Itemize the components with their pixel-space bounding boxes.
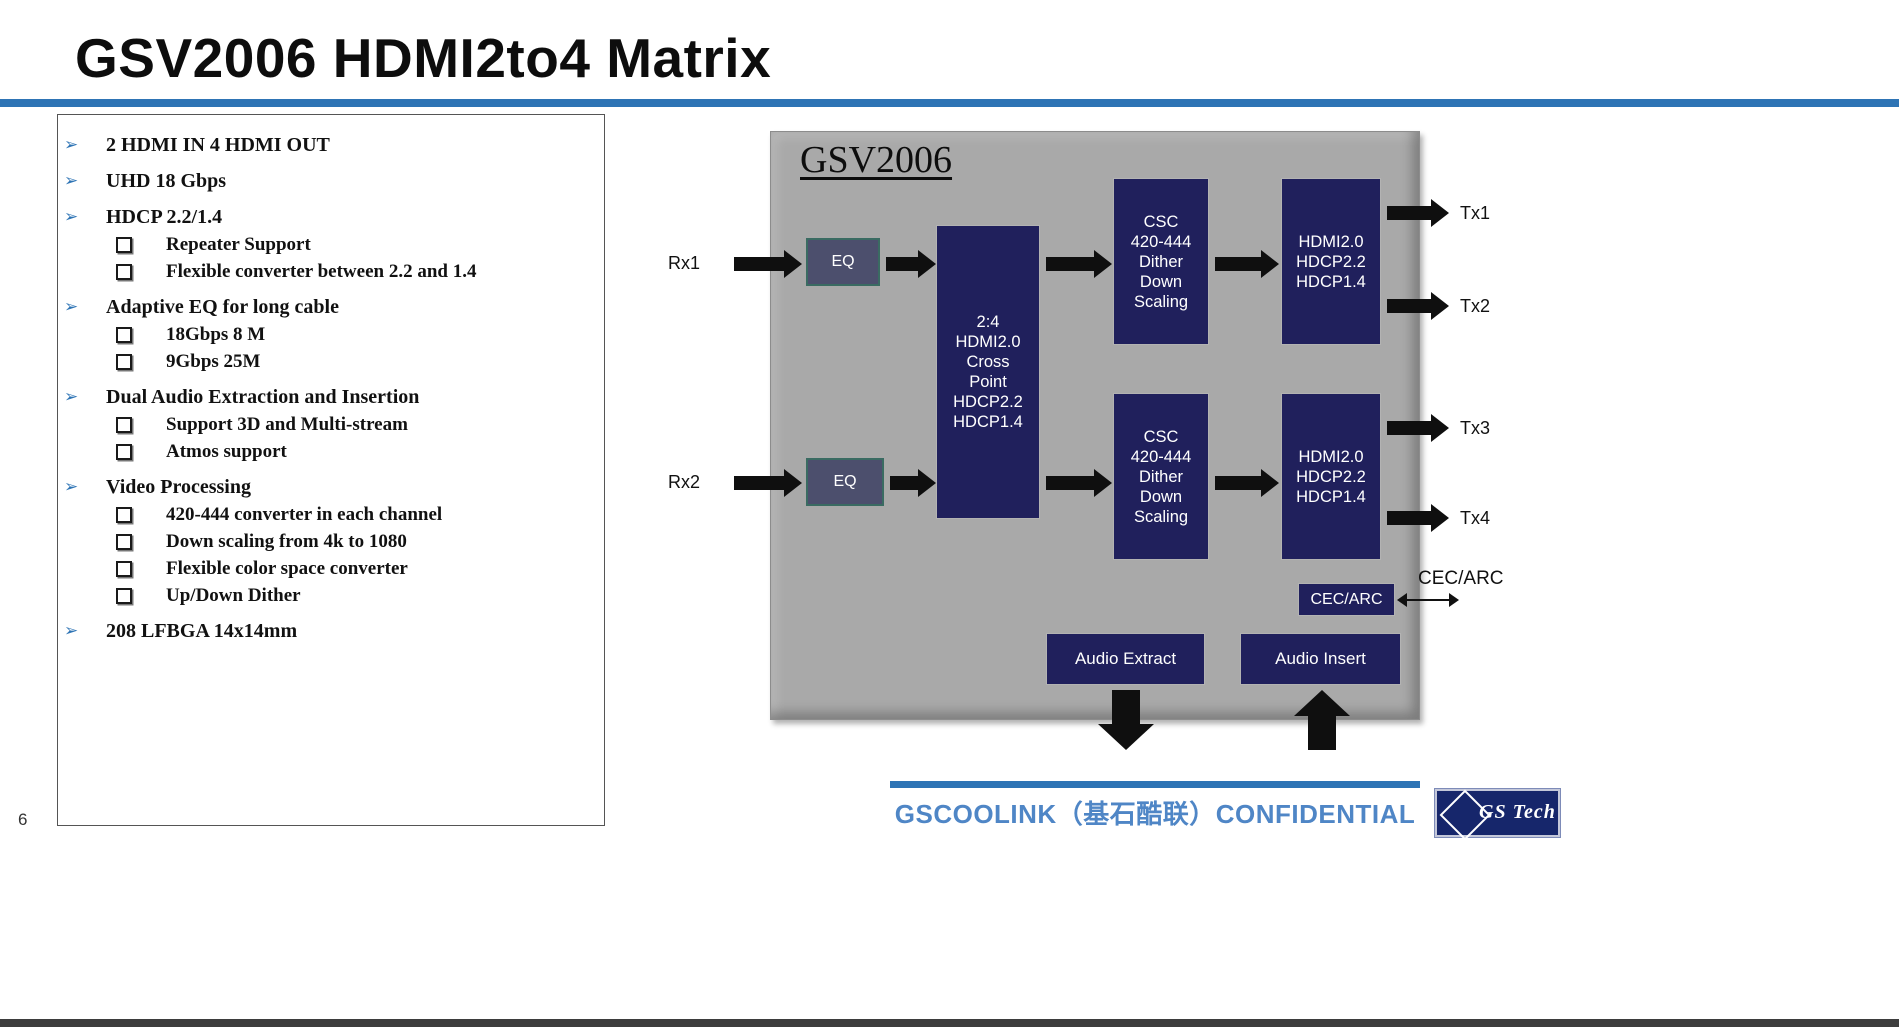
feature-item: ➢ Dual Audio Extraction and Insertion — [58, 384, 604, 411]
checkbox-bullet-icon — [116, 327, 132, 343]
header-divider — [0, 99, 1899, 107]
feature-subitem: Flexible color space converter — [58, 555, 604, 582]
feature-item: ➢ Video Processing — [58, 474, 604, 501]
feature-text: HDCP 2.2/1.4 — [106, 206, 223, 228]
feature-subitem: 9Gbps 25M — [58, 348, 604, 375]
feature-subitem: Atmos support — [58, 438, 604, 465]
feature-text: Atmos support — [166, 441, 287, 462]
feature-text: Up/Down Dither — [166, 585, 301, 606]
arrow-right-icon — [1046, 469, 1112, 497]
feature-subitem: 420-444 converter in each channel — [58, 501, 604, 528]
rx2-label: Rx2 — [668, 472, 701, 492]
feature-text: UHD 18 Gbps — [106, 170, 227, 192]
arrow-right-icon — [734, 469, 802, 497]
feature-text: Down scaling from 4k to 1080 — [166, 531, 407, 552]
feature-text: 9Gbps 25M — [166, 351, 261, 372]
feature-subitem: Support 3D and Multi-stream — [58, 411, 604, 438]
feature-item: ➢ UHD 18 Gbps — [58, 168, 604, 195]
gs-tech-logo: GS Tech — [1434, 788, 1561, 841]
logo-text: GS Tech — [1479, 801, 1556, 823]
cec-arc-external-label: CEC/ARC — [1418, 568, 1504, 589]
checkbox-bullet-icon — [116, 534, 132, 550]
feature-subitem: Up/Down Dither — [58, 582, 604, 609]
checkbox-bullet-icon — [116, 237, 132, 253]
footer-divider — [890, 781, 1420, 788]
feature-item: ➢ Adaptive EQ for long cable — [58, 294, 604, 321]
audio-extract-block: Audio Extract — [1046, 633, 1205, 685]
double-arrow-icon — [1397, 592, 1459, 608]
eq1-block: EQ — [806, 238, 880, 286]
feature-text: Flexible color space converter — [166, 558, 408, 579]
arrow-right-icon — [890, 469, 936, 497]
arrow-bullet-icon: ➢ — [64, 387, 79, 407]
checkbox-bullet-icon — [116, 507, 132, 523]
arrow-bullet-icon: ➢ — [64, 297, 79, 317]
csc-top-block: CSC 420-444 Dither Down Scaling — [1113, 178, 1209, 345]
arrow-right-icon — [1215, 250, 1279, 278]
arrow-right-icon — [1046, 250, 1112, 278]
page-title: GSV2006 HDMI2to4 Matrix — [75, 27, 772, 89]
arrow-right-icon — [1387, 504, 1449, 532]
feature-item: ➢ HDCP 2.2/1.4 — [58, 204, 604, 231]
feature-text: Dual Audio Extraction and Insertion — [106, 386, 420, 408]
checkbox-bullet-icon — [116, 354, 132, 370]
audio-insert-block: Audio Insert — [1240, 633, 1401, 685]
arrow-down-icon — [1098, 690, 1154, 750]
rx1-label: Rx1 — [668, 253, 701, 273]
checkbox-bullet-icon — [116, 588, 132, 604]
feature-text: Video Processing — [106, 476, 251, 498]
arrow-right-icon — [886, 250, 936, 278]
arrow-bullet-icon: ➢ — [64, 135, 79, 155]
checkbox-bullet-icon — [116, 444, 132, 460]
feature-subitem: Down scaling from 4k to 1080 — [58, 528, 604, 555]
arrow-right-icon — [734, 250, 802, 278]
hdmi-top-block: HDMI2.0 HDCP2.2 HDCP1.4 — [1281, 178, 1381, 345]
arrow-right-icon — [1387, 199, 1449, 227]
feature-text: 208 LFBGA 14x14mm — [106, 620, 298, 642]
checkbox-bullet-icon — [116, 561, 132, 577]
arrow-bullet-icon: ➢ — [64, 621, 79, 641]
confidential-notice: GSCOOLINK（基石酷联）CONFIDENTIAL — [894, 799, 1416, 829]
arrow-bullet-icon: ➢ — [64, 171, 79, 191]
feature-text: 420-444 converter in each channel — [166, 504, 443, 525]
tx3-label: Tx3 — [1460, 418, 1491, 438]
feature-item: ➢ 208 LFBGA 14x14mm — [58, 618, 604, 645]
checkbox-bullet-icon — [116, 417, 132, 433]
arrow-up-icon — [1294, 690, 1350, 750]
hdmi-bottom-block: HDMI2.0 HDCP2.2 HDCP1.4 — [1281, 393, 1381, 560]
arrow-right-icon — [1215, 469, 1279, 497]
feature-subitem: Repeater Support — [58, 231, 604, 258]
feature-text: Support 3D and Multi-stream — [166, 414, 408, 435]
crosspoint-block: 2:4 HDMI2.0 Cross Point HDCP2.2 HDCP1.4 — [936, 225, 1040, 519]
cec-arc-block: CEC/ARC — [1298, 583, 1395, 616]
tx2-label: Tx2 — [1460, 296, 1491, 316]
arrow-bullet-icon: ➢ — [64, 477, 79, 497]
feature-text: Adaptive EQ for long cable — [106, 296, 339, 318]
csc-bottom-block: CSC 420-444 Dither Down Scaling — [1113, 393, 1209, 560]
feature-text: 2 HDMI IN 4 HDMI OUT — [106, 134, 330, 156]
feature-subitem: Flexible converter between 2.2 and 1.4 — [58, 258, 604, 285]
feature-text: 18Gbps 8 M — [166, 324, 266, 345]
checkbox-bullet-icon — [116, 264, 132, 280]
page-number: 6 — [18, 810, 28, 829]
feature-subitem: 18Gbps 8 M — [58, 321, 604, 348]
feature-item: ➢ 2 HDMI IN 4 HDMI OUT — [58, 132, 604, 159]
bottom-edge — [0, 1019, 1899, 1027]
feature-text: Flexible converter between 2.2 and 1.4 — [166, 261, 477, 282]
arrow-right-icon — [1387, 414, 1449, 442]
feature-list-panel: ➢ 2 HDMI IN 4 HDMI OUT ➢ UHD 18 Gbps ➢ HDCP… — [57, 114, 605, 826]
arrow-bullet-icon: ➢ — [64, 207, 79, 227]
diagram-title: GSV2006 — [800, 139, 953, 181]
eq2-block: EQ — [806, 458, 884, 506]
tx4-label: Tx4 — [1460, 508, 1491, 528]
arrow-right-icon — [1387, 292, 1449, 320]
feature-text: Repeater Support — [166, 234, 311, 255]
tx1-label: Tx1 — [1460, 203, 1491, 223]
